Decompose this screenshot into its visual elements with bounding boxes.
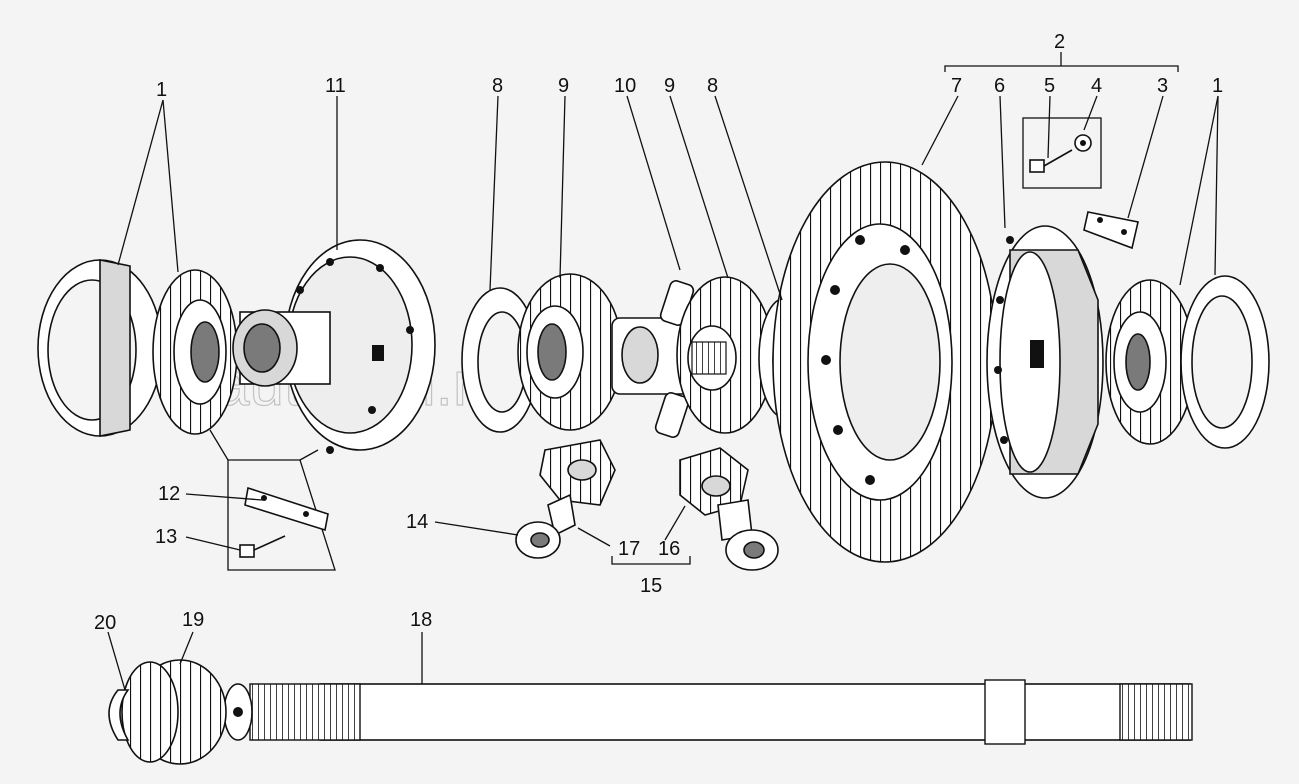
differential-case-flange (986, 225, 1104, 499)
right-bearing-cone (1105, 279, 1195, 445)
callout-3: 3 (1157, 75, 1168, 97)
left-bearing-outer-race (37, 259, 163, 437)
pinion-shaft-left (515, 493, 576, 559)
leader-lines (107, 52, 1219, 691)
callout-18: 18 (410, 609, 432, 631)
side-gear-right (676, 276, 774, 434)
callout-10: 10 (614, 75, 636, 97)
left-bearing-cone (152, 269, 238, 435)
callout-19: 19 (182, 609, 204, 631)
callout-1-left: 1 (156, 79, 167, 101)
axle-gear (121, 659, 227, 765)
lock-plate (1083, 211, 1139, 250)
callout-6: 6 (994, 75, 1005, 97)
callout-8-left: 8 (492, 75, 503, 97)
callout-17: 17 (618, 538, 640, 560)
snap-ring (108, 689, 130, 741)
callout-14: 14 (406, 511, 428, 533)
axle-shaft (223, 679, 1193, 745)
lock-tab-bolt-group (227, 459, 336, 571)
differential-spider (611, 280, 695, 438)
bolt-nut-group (1022, 117, 1102, 189)
ring-gear (772, 161, 998, 563)
callout-7: 7 (951, 75, 962, 97)
callout-2: 2 (1054, 31, 1065, 53)
differential-case-half (232, 239, 436, 454)
callout-4: 4 (1091, 75, 1102, 97)
pinion-gear-left (539, 439, 616, 506)
callout-11: 11 (325, 75, 346, 97)
callout-5: 5 (1044, 75, 1055, 97)
side-gear-left (517, 273, 623, 431)
callout-9-right: 9 (664, 75, 675, 97)
callout-8-right: 8 (707, 75, 718, 97)
right-bearing-outer-race (1180, 275, 1270, 449)
callout-20: 20 (94, 612, 116, 634)
callout-13: 13 (155, 526, 177, 548)
callout-1-right: 1 (1212, 75, 1223, 97)
callout-9-left: 9 (558, 75, 569, 97)
callout-16: 16 (658, 538, 680, 560)
pinion-shaft-right (717, 499, 779, 571)
callout-12: 12 (158, 483, 180, 505)
callout-15: 15 (640, 575, 662, 597)
